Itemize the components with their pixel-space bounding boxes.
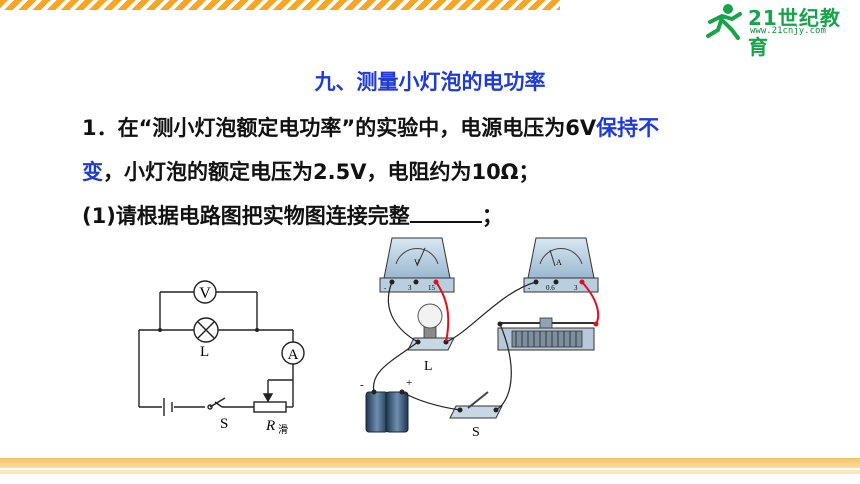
battery-plus: + [406,377,412,389]
junction-dot [255,328,259,332]
question-line-3: (1)请根据电路图把实物图连接完整 ； [82,200,503,230]
sub-question-end: ； [481,204,503,228]
ammeter-device: A - 0.6 3 [523,237,599,293]
voltmeter-terminal-15: 15 [428,284,436,292]
lamp-device-label: L [424,359,433,374]
battery-device: - + [360,377,412,433]
voltmeter-symbol-label: V [199,285,211,302]
battery-minus: - [360,379,364,391]
question-text: 1．在“测小灯泡额定电功率”的实验中，电源电压为6V [82,116,597,140]
top-stripe [0,0,560,10]
voltmeter-face-label: V [414,258,420,267]
rheostat-subscript: 滑 [278,424,288,436]
switch-device: S [449,391,503,440]
logo-text: 21世纪教育 [748,6,841,59]
top-decor-bar [0,0,860,10]
bottom-decor-bar-light [0,470,860,474]
ammeter-terminal-neg: - [528,284,531,292]
question-text: ，小灯泡的额定电压为2.5V，电阻约为10Ω； [103,160,540,184]
lamp-device: L [407,303,455,374]
voltmeter-terminal-neg: - [384,284,387,292]
question-line-1: 1．在“测小灯泡额定电功率”的实验中，电源电压为6V保持不 [82,112,659,142]
ammeter-terminal-06: 0.6 [546,284,555,292]
question-line-2: 变，小灯泡的额定电压为2.5V，电阻约为10Ω； [82,156,540,186]
switch-device-label: S [472,425,480,440]
sub-question-text: (1)请根据电路图把实物图连接完整 [82,204,410,228]
rheostat-label: R [265,418,275,434]
voltmeter-terminal-3: 3 [408,284,412,292]
bottom-decor-bar [0,458,860,468]
junction-dot [158,328,162,332]
logo-url: www.21cnjy.com [750,26,826,36]
rheostat-device [497,317,599,351]
lamp-label: L [200,344,209,360]
answer-blank[interactable] [409,203,482,223]
question-highlight: 保持不 [596,116,660,140]
wires [372,281,600,411]
switch-label: S [220,416,228,432]
question-highlight: 变 [82,160,103,184]
runner-icon [706,4,742,40]
ammeter-terminal-3: 3 [574,284,578,292]
section-heading: 九、测量小灯泡的电功率 [314,70,546,94]
apparatus-diagram: V - 3 15 A - 0.6 3 L [360,237,600,440]
voltmeter-device: V - 3 15 [379,237,455,293]
site-logo: 21世纪教育 www.21cnjy.com [702,2,852,59]
ammeter-face-label: A [556,258,562,267]
ammeter-symbol-label: A [288,347,299,363]
circuit-diagram: V A L S R 滑 [138,280,305,436]
